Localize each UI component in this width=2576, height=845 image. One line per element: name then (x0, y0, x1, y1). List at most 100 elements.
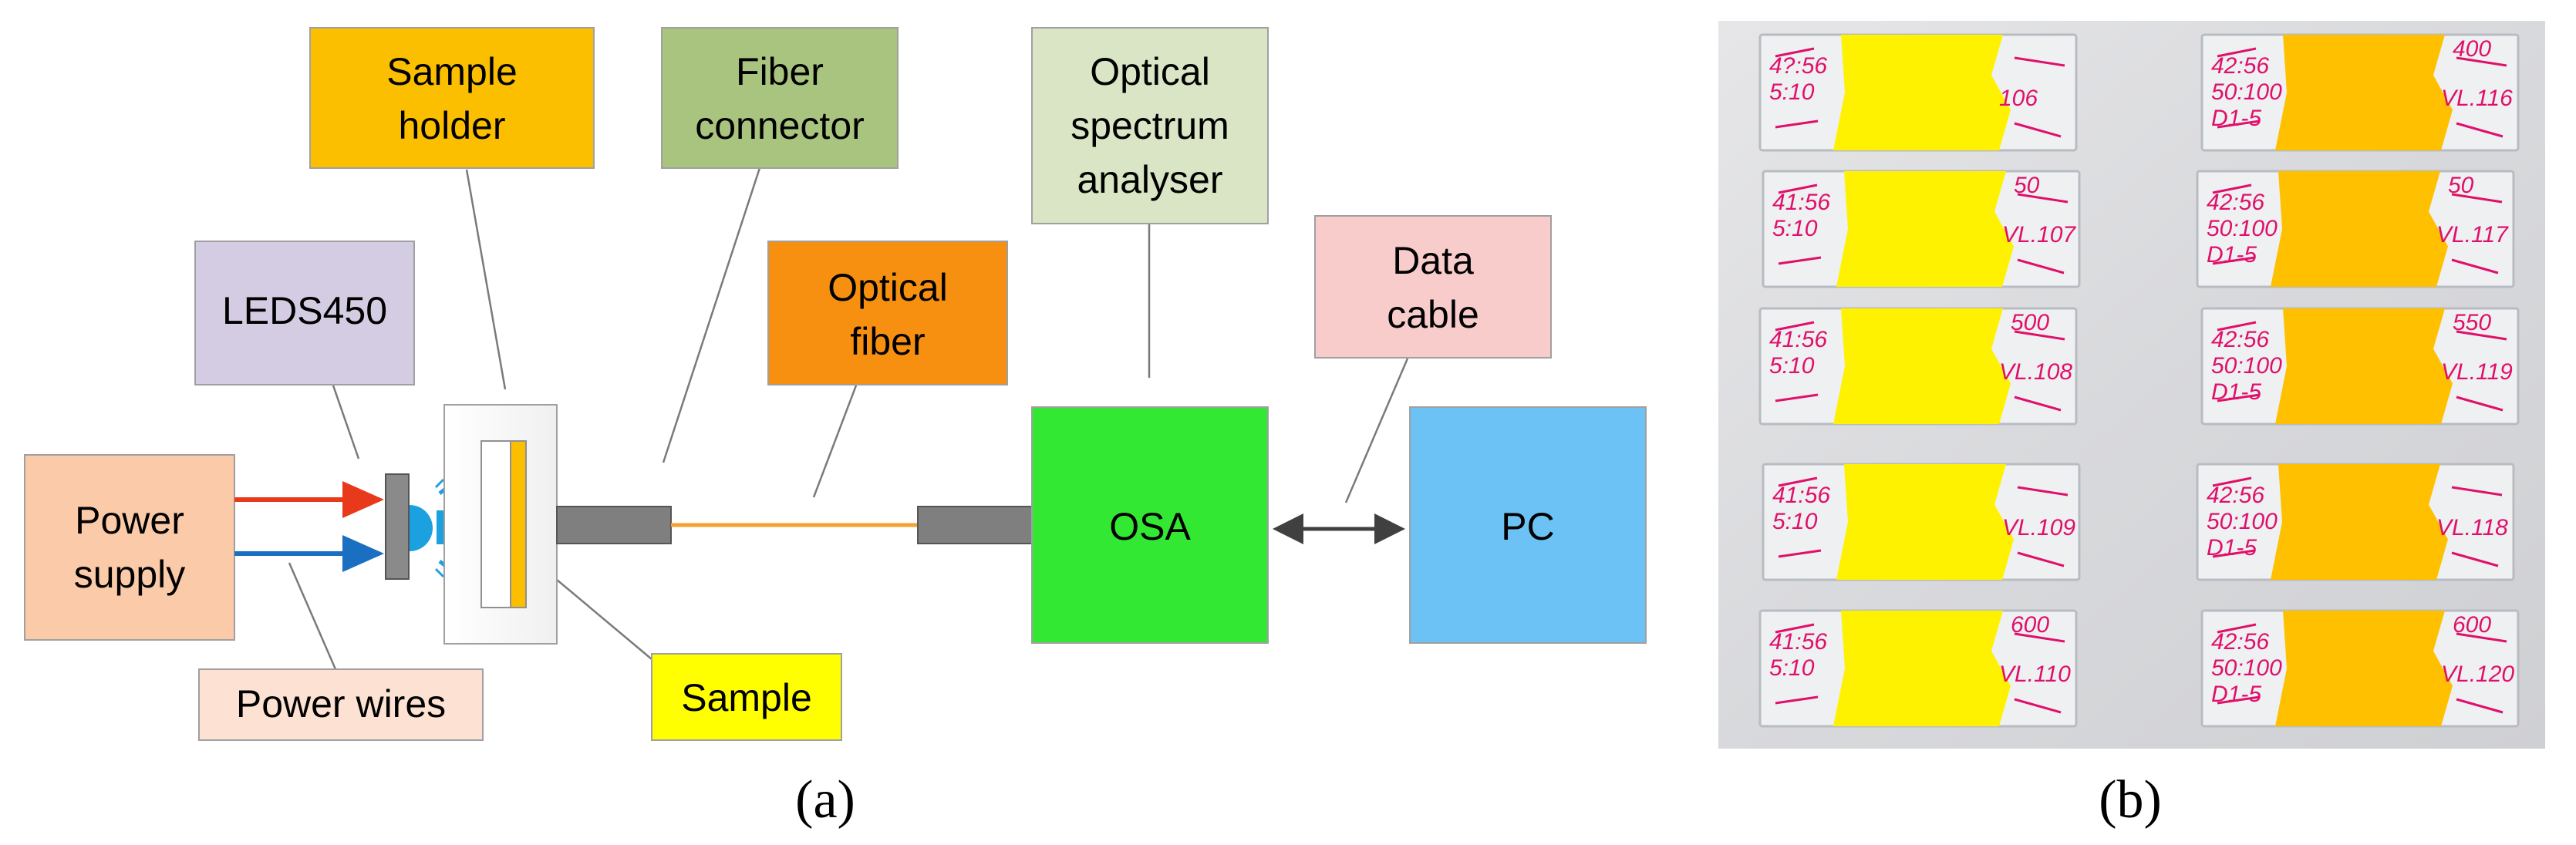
slide-left-label: 41:56 (1769, 327, 1827, 352)
osa-text: OSA (1109, 505, 1191, 548)
film-coating (2275, 611, 2453, 726)
film-coating (1833, 308, 2011, 424)
slide-left-label: 50:100 (2207, 509, 2278, 534)
fiber-connector-line2: connector (695, 104, 865, 147)
fiber-connector-label: Fiber connector (661, 27, 899, 169)
power-supply: Power supply (24, 454, 235, 641)
ink-mark (1775, 695, 1819, 705)
ink-mark (1778, 549, 1822, 558)
ink-mark (1778, 476, 1818, 487)
osa-box: OSA (1031, 406, 1269, 644)
optical-fiber-line1: Optical (828, 266, 948, 309)
slide-left-label: 50:100 (2207, 216, 2278, 241)
osa-label-line2: spectrum (1071, 104, 1229, 147)
slide-id-label: VL.109 (2002, 515, 2075, 540)
ink-mark (2014, 698, 2062, 714)
ink-mark (2217, 321, 2257, 332)
slide-left-label: 5:10 (1772, 509, 1818, 534)
slide-id-label: VL.120 (2441, 662, 2514, 687)
ink-mark (2014, 56, 2065, 67)
slide-left-label: 5:10 (1769, 655, 1815, 681)
ink-mark (2017, 193, 2069, 204)
film-coating (1833, 611, 2011, 726)
slide-left-label: 50:100 (2211, 353, 2282, 379)
slide-left-label: 42:56 (2211, 53, 2269, 79)
ink-mark (2014, 632, 2065, 643)
slide-id-label: VL.117 (2436, 222, 2509, 247)
film-coating (1836, 464, 2014, 580)
slide-right-top-label: 50 (2448, 173, 2474, 198)
ink-mark (2451, 486, 2503, 497)
film-coating (1833, 35, 2011, 150)
power-wires (234, 481, 384, 572)
ink-mark (2217, 393, 2261, 402)
fiber-connector-left (556, 506, 672, 544)
film-coating (2271, 171, 2448, 287)
film-coating (1836, 171, 2014, 287)
slide-left-label: 42:56 (2211, 327, 2269, 352)
slide-left-label: D1-5 (2211, 682, 2261, 707)
slide-left-label: 50:100 (2211, 655, 2282, 681)
osa-label-line3: analyser (1077, 158, 1223, 201)
slide-right-top-label: 600 (2453, 612, 2491, 638)
slide-id-label: VL.108 (1999, 359, 2072, 385)
ink-mark (2014, 396, 2062, 412)
ink-mark (2014, 122, 2062, 138)
caption-b: (b) (2099, 770, 2162, 830)
data-cable-label: Data cable (1314, 215, 1552, 359)
slide-right-top-label: 600 (2011, 612, 2049, 638)
caption-a: (a) (795, 770, 855, 830)
ink-mark (2017, 486, 2069, 497)
slide-left-label: 41:56 (1772, 483, 1830, 508)
ink-mark (1778, 256, 1822, 265)
slide-left-label: D1-5 (2211, 106, 2261, 131)
power-wires-label: Power wires (198, 668, 484, 741)
slide-right-top-label: 500 (2011, 310, 2049, 335)
slide-id-label: VL.119 (2441, 359, 2513, 385)
ink-mark (2217, 623, 2257, 634)
ink-mark (2014, 330, 2065, 341)
slide-id-label: VL.107 (2002, 222, 2076, 247)
slide-id-label: 106 (1999, 86, 2038, 111)
pc-box: PC (1409, 406, 1647, 644)
slide-id-label: VL.110 (1999, 662, 2071, 687)
ink-mark (2456, 632, 2507, 643)
power-wires-text: Power wires (236, 682, 446, 725)
ink-mark (2217, 47, 2257, 58)
ink-mark (2451, 551, 2499, 567)
film-coating (2275, 308, 2453, 424)
slide-id-label: VL.118 (2436, 515, 2508, 540)
slide: 41:565:10 VL.109 (1762, 463, 2081, 581)
slide-left-label: 41:56 (1772, 190, 1830, 215)
sample-holder-device (443, 404, 558, 645)
ink-mark (1775, 47, 1815, 58)
fiber-connector-line1: Fiber (736, 50, 824, 93)
ink-mark (1775, 623, 1815, 634)
film-coating (2271, 464, 2448, 580)
ink-mark (2217, 120, 2261, 129)
slide-left-label: 41:56 (1769, 629, 1827, 655)
ink-mark (2212, 549, 2256, 558)
ink-mark (1775, 393, 1819, 402)
osa-label-line1: Optical (1090, 50, 1210, 93)
slide-left-label: 50:100 (2211, 79, 2282, 105)
optical-spectrum-analyser-label: Optical spectrum analyser (1031, 27, 1269, 224)
ink-mark (2017, 551, 2065, 567)
slide-right-top-label: 550 (2453, 310, 2491, 335)
fiber-connector-right (917, 506, 1033, 544)
pc-text: PC (1501, 505, 1554, 548)
sample-holder-line2: holder (399, 104, 506, 147)
power-supply-line1: Power (75, 499, 184, 542)
film-coating (2275, 35, 2453, 150)
sample-text: Sample (681, 676, 812, 719)
ink-mark (2017, 258, 2065, 274)
ink-mark (2456, 698, 2504, 714)
